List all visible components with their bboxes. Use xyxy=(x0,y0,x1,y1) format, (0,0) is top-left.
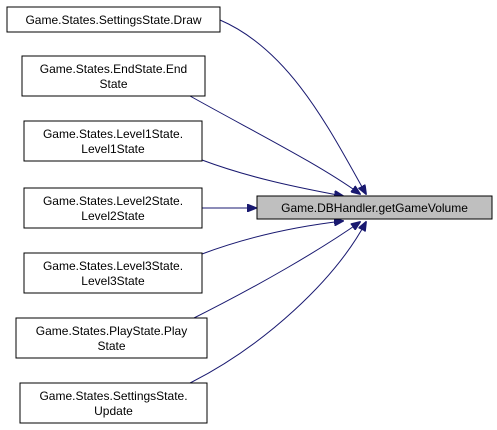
node-label-endstate-line-1: Game.States.EndState.End xyxy=(40,62,187,76)
node-label-settings-draw-line-1: Game.States.SettingsState.Draw xyxy=(25,13,201,27)
node-box-target xyxy=(256,195,493,220)
edge-endstate xyxy=(189,95,360,194)
node-box-settings-draw xyxy=(6,6,221,33)
node-target: Game.DBHandler.getGameVolume xyxy=(256,195,493,220)
node-settings-draw[interactable]: Game.States.SettingsState.Draw xyxy=(6,6,221,33)
node-level3state[interactable]: Game.States.Level3State.Level3State xyxy=(23,252,203,294)
node-label-level2state-line-1: Game.States.Level2State. xyxy=(43,194,183,208)
node-label-level2state-line-2: Level2State xyxy=(81,209,145,223)
node-label-playstate-line-2: State xyxy=(97,339,125,353)
edge-level3state xyxy=(201,221,343,255)
node-box-playstate xyxy=(15,317,208,359)
node-box-settings-update xyxy=(19,382,208,424)
node-playstate[interactable]: Game.States.PlayState.PlayState xyxy=(15,317,208,359)
node-label-settings-update-line-1: Game.States.SettingsState. xyxy=(39,389,187,403)
call-nodes: Game.States.SettingsState.DrawGame.State… xyxy=(6,6,493,424)
node-box-level2state xyxy=(23,187,203,229)
edge-settings-draw xyxy=(219,19,366,194)
node-level2state[interactable]: Game.States.Level2State.Level2State xyxy=(23,187,203,229)
edge-playstate xyxy=(189,222,360,321)
node-label-endstate-line-2: State xyxy=(99,77,127,91)
node-label-settings-update-line-2: Update xyxy=(94,404,133,418)
node-label-level3state-line-1: Game.States.Level3State. xyxy=(43,259,183,273)
call-edges xyxy=(189,19,366,384)
edge-settings-update xyxy=(189,222,366,384)
node-endstate[interactable]: Game.States.EndState.EndState xyxy=(21,55,206,97)
node-label-level3state-line-2: Level3State xyxy=(81,274,145,288)
node-label-playstate-line-1: Game.States.PlayState.Play xyxy=(36,324,187,338)
node-label-level1state-line-1: Game.States.Level1State. xyxy=(43,127,183,141)
node-level1state[interactable]: Game.States.Level1State.Level1State xyxy=(23,120,203,162)
edge-level1state xyxy=(201,159,343,196)
node-settings-update[interactable]: Game.States.SettingsState.Update xyxy=(19,382,208,424)
node-label-level1state-line-2: Level1State xyxy=(81,142,145,156)
node-box-level1state xyxy=(23,120,203,162)
node-box-endstate xyxy=(21,55,206,97)
node-label-target-line-1: Game.DBHandler.getGameVolume xyxy=(281,201,468,215)
node-box-level3state xyxy=(23,252,203,294)
